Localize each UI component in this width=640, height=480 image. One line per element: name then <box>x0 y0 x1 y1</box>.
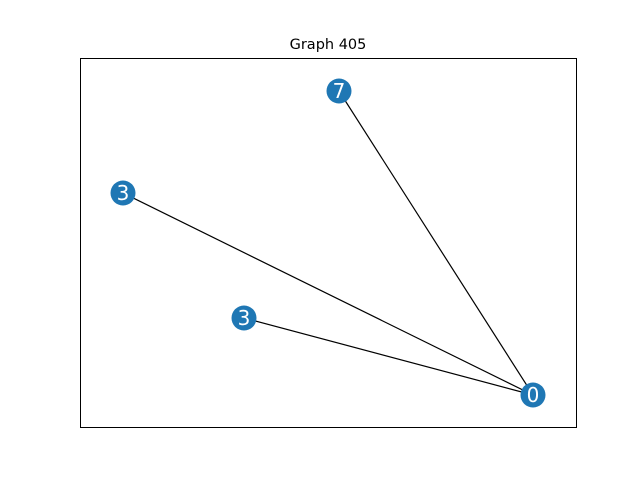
graph-node: 7 <box>326 78 352 104</box>
node-circle <box>110 180 136 206</box>
edge-n3-n4 <box>243 317 534 396</box>
node-circle <box>520 382 546 408</box>
plot-frame <box>80 58 577 428</box>
graph-node: 3 <box>231 305 257 331</box>
edges-layer <box>122 90 534 396</box>
node-label: 0 <box>527 383 540 407</box>
graph-title: Graph 405 <box>290 37 367 53</box>
node-circle <box>231 305 257 331</box>
graph-node: 3 <box>110 180 136 206</box>
edge-n1-n4 <box>338 90 534 396</box>
edge-n2-n4 <box>122 192 534 396</box>
node-label: 7 <box>333 79 346 103</box>
graph-node: 0 <box>520 382 546 408</box>
node-label: 3 <box>117 181 130 205</box>
nodes-layer: 7 3 3 0 <box>110 78 546 408</box>
node-circle <box>326 78 352 104</box>
node-label: 3 <box>238 306 251 330</box>
